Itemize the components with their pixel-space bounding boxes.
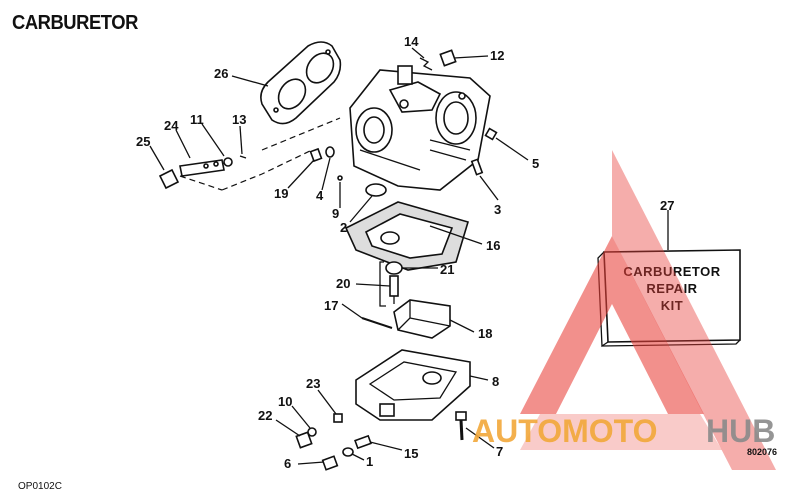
callout-5: 5 (532, 156, 539, 171)
part-22-plug (295, 431, 313, 449)
callout-20: 20 (336, 276, 350, 291)
callout-26: 26 (214, 66, 228, 81)
watermark-text-automoto: AUTOMOTO (472, 413, 657, 449)
callout-2: 2 (340, 220, 347, 235)
part-2-gasket (365, 183, 387, 197)
part-11-washer (223, 157, 233, 167)
callout-16: 16 (486, 238, 500, 253)
callout-14: 14 (404, 34, 419, 49)
part-15-screw (354, 434, 372, 450)
callout-18: 18 (478, 326, 492, 341)
part-20-needle (389, 275, 399, 304)
part-9-clip (337, 175, 343, 181)
callout-9: 9 (332, 206, 339, 221)
carburetor-body (349, 65, 491, 191)
callout-23: 23 (306, 376, 320, 391)
part-6-plug (321, 455, 339, 471)
callout-12: 12 (490, 48, 504, 63)
part-23-jet (333, 413, 343, 423)
callout-21: 21 (440, 262, 454, 277)
callout-10: 10 (278, 394, 292, 409)
kit-label-line1: CARBURETOR (623, 264, 720, 279)
callout-22: 22 (258, 408, 272, 423)
diagram-title: CARBURETOR (12, 12, 138, 34)
page-code: OP0102C (18, 481, 62, 492)
part-5-screw (484, 127, 498, 141)
callout-8: 8 (492, 374, 499, 389)
callout-7: 7 (496, 444, 503, 459)
part-25-knob (158, 168, 180, 190)
callout-15: 15 (404, 446, 418, 461)
part-13-pin (239, 155, 247, 159)
callout-25: 25 (136, 134, 150, 149)
leader-lines (149, 47, 669, 465)
callout-19: 19 (274, 186, 288, 201)
part-19-jet (309, 147, 323, 163)
callout-6: 6 (284, 456, 291, 471)
part-3-spring (470, 158, 484, 176)
callout-1: 1 (366, 454, 373, 469)
part-14-spring (419, 57, 433, 71)
assembly-line-lever (179, 149, 313, 191)
callout-3: 3 (494, 202, 501, 217)
part-17-pin (361, 317, 393, 329)
kit-label-line3: KIT (661, 298, 683, 313)
callout-4: 4 (316, 188, 324, 203)
callout-13: 13 (232, 112, 246, 127)
gasket-26 (260, 41, 342, 125)
callout-24: 24 (164, 118, 179, 133)
float-bowl-8 (355, 349, 471, 421)
watermark-logo (520, 150, 776, 470)
part-4-washer (325, 146, 335, 158)
float-18 (393, 299, 451, 339)
part-21-seat (385, 261, 403, 275)
part-24-lever (179, 159, 225, 177)
callout-17: 17 (324, 298, 338, 313)
gasket-16 (344, 201, 469, 271)
callout-11: 11 (190, 112, 204, 127)
assembly-line-gasket (261, 117, 341, 151)
part-12-screw (439, 49, 457, 67)
callout-27: 27 (660, 198, 674, 213)
kit-label-line2: REPAIR (646, 281, 697, 296)
part-1-gasket (342, 447, 354, 457)
part-7-screw (455, 411, 467, 441)
watermark-text-hub: HUB (706, 413, 775, 449)
figure-code: 802076 (747, 447, 778, 457)
